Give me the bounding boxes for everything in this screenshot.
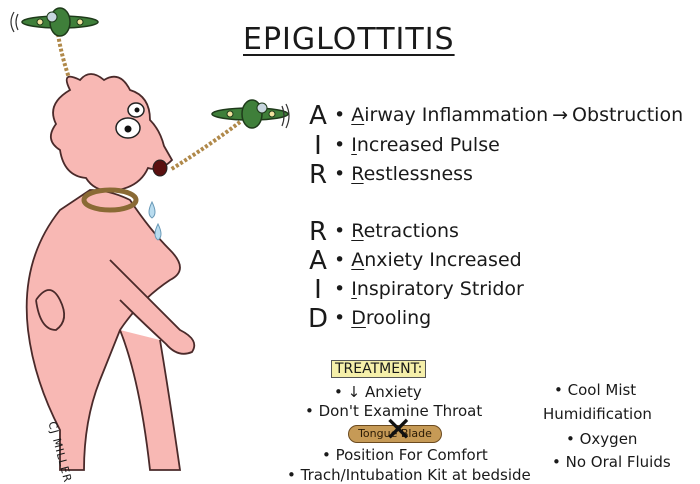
mnemonic-text: etractions (363, 220, 459, 242)
mnemonic-item: • Anxiety Increased (334, 249, 522, 271)
toy-plane-mouth (211, 99, 290, 129)
drool-drops (148, 200, 162, 241)
mnemonic-initial: A (351, 104, 365, 126)
cross-mark-icon: ✕ (384, 410, 413, 450)
mnemonic-initial: R (351, 163, 364, 185)
eyes (115, 102, 145, 139)
mnemonic-letter: R (308, 217, 328, 247)
mnemonic-letter: D (307, 304, 329, 334)
mnemonic-initial: R (351, 220, 364, 242)
mnemonic-text: rooling (365, 307, 432, 329)
mnemonic-initial: D (351, 307, 366, 329)
page-title: EPIGLOTTITIS (243, 22, 455, 57)
mnemonic-initial: I (351, 134, 357, 156)
cartoon-person (25, 73, 196, 471)
mnemonic-suffix: Obstruction (572, 104, 684, 126)
toy-plane-top (10, 7, 99, 37)
mnemonic-text: estlessness (363, 163, 473, 185)
mnemonic-item: • Drooling (334, 307, 432, 329)
mnemonic-text: nxiety Increased (364, 249, 522, 271)
treatment-item: • ↓ Anxiety (334, 383, 422, 401)
treatment-heading: TREATMENT: (331, 360, 427, 378)
tongue-blade-icon: Tongue Blade (348, 425, 442, 443)
treatment-item: • No Oral Fluids (552, 453, 671, 471)
treatment-item: • Don't Examine Throat (305, 402, 483, 420)
mnemonic-text: nspiratory Stridor (356, 278, 524, 300)
mnemonic-text: ncreased Pulse (356, 134, 500, 156)
open-mouth (152, 159, 168, 177)
mnemonic-item: • Retractions (334, 220, 459, 242)
mnemonic-letter: A (309, 246, 327, 276)
arrow-right-icon: → (552, 104, 569, 126)
mnemonic-item: • Increased Pulse (334, 134, 500, 156)
treatment-item: • Cool Mist (554, 381, 637, 399)
treatment-item: • Position For Comfort (322, 446, 488, 464)
treatment-item: • Trach/Intubation Kit at bedside (287, 466, 531, 484)
mnemonic-letter: I (314, 131, 322, 161)
treatment-item: Humidification (543, 405, 652, 423)
mnemonic-initial: I (351, 278, 357, 300)
rope-mouth (168, 120, 242, 172)
mnemonic-initial: A (351, 249, 365, 271)
treatment-item: • Oxygen (566, 430, 638, 448)
mnemonic-text: irway Inflammation (364, 104, 549, 126)
mnemonic-letter: A (309, 101, 327, 131)
mnemonic-item: • Airway Inflammation→Obstruction (334, 104, 684, 126)
mnemonic-item: • Restlessness (334, 163, 473, 185)
mnemonic-letter: R (308, 160, 328, 190)
mnemonic-letter: I (314, 275, 322, 305)
mnemonic-item: • Inspiratory Stridor (334, 278, 524, 300)
